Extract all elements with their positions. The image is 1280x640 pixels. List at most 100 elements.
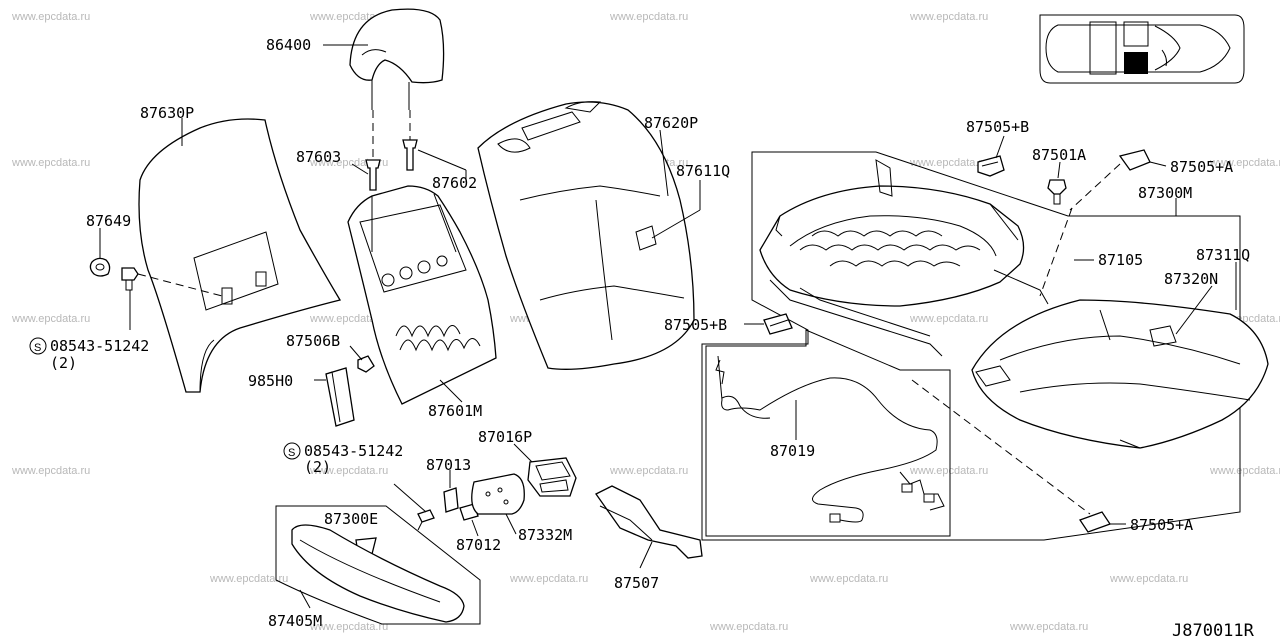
watermark: www.epcdata.ru bbox=[709, 621, 788, 633]
leader-line bbox=[1149, 161, 1167, 167]
headrest-guide-right bbox=[402, 139, 418, 171]
part-label-87507: 87507 bbox=[614, 574, 659, 592]
watermark: www.epcdata.ru bbox=[509, 573, 588, 585]
leader-line bbox=[471, 519, 479, 537]
leader-dash bbox=[137, 273, 223, 297]
screw-87501a bbox=[1047, 179, 1067, 205]
leader-line bbox=[995, 135, 1005, 159]
part-label-08543-left-qty: (2) bbox=[50, 354, 77, 372]
watermark: www.epcdata.ru bbox=[309, 621, 388, 633]
clip-87649 bbox=[89, 257, 111, 277]
leader-dash bbox=[911, 379, 1091, 515]
seat-cushion-trim bbox=[971, 299, 1269, 449]
watermark: www.epcdata.ru bbox=[909, 11, 988, 23]
watermark: www.epcdata.ru bbox=[809, 573, 888, 585]
watermark: www.epcdata.ru bbox=[309, 313, 388, 325]
part-label-87602: 87602 bbox=[432, 174, 477, 192]
part-label-87620p: 87620P bbox=[644, 114, 698, 132]
harness-box bbox=[705, 329, 951, 537]
clip-87505b-mid bbox=[763, 313, 793, 335]
part-labels: 86400 87630P 87603 87602 87649 08543-512… bbox=[50, 36, 1250, 630]
headrest bbox=[349, 8, 445, 110]
part-label-87320n: 87320N bbox=[1164, 270, 1218, 288]
seat-back-frame bbox=[347, 185, 497, 405]
leader-line bbox=[349, 345, 363, 361]
side-bracket bbox=[595, 485, 703, 559]
part-label-87601m: 87601M bbox=[428, 402, 482, 420]
watermark: www.epcdata.ru bbox=[11, 465, 90, 477]
watermark: www.epcdata.ru bbox=[609, 11, 688, 23]
watermark: www.epcdata.ru bbox=[1209, 157, 1280, 169]
s-symbol-text: S bbox=[34, 342, 41, 354]
watermark: www.epcdata.ru bbox=[1209, 465, 1280, 477]
clip-87505a-top bbox=[1118, 149, 1151, 171]
part-label-86400: 86400 bbox=[266, 36, 311, 54]
part-label-87332m: 87332M bbox=[518, 526, 572, 544]
watermark: www.epcdata.ru bbox=[909, 465, 988, 477]
s-symbol-icon bbox=[29, 337, 47, 355]
s-symbol-icon bbox=[283, 442, 301, 460]
part-label-08543-bottom: 08543-51242 bbox=[304, 442, 403, 460]
switch-cover bbox=[471, 473, 525, 515]
leader-line bbox=[393, 483, 427, 513]
part-label-87300m: 87300M bbox=[1138, 184, 1192, 202]
part-label-87013: 87013 bbox=[426, 456, 471, 474]
leader-dash bbox=[1039, 207, 1073, 297]
wire-harness bbox=[715, 355, 945, 523]
watermark: www.epcdata.ru bbox=[909, 313, 988, 325]
part-label-08543-bottom-qty: (2) bbox=[304, 458, 331, 476]
part-label-08543-left: 08543-51242 bbox=[50, 337, 149, 355]
diagram-reference-code: J870011R bbox=[1172, 621, 1255, 640]
part-label-87405m: 87405M bbox=[268, 612, 322, 630]
cushion-frame bbox=[759, 159, 1049, 357]
leader-line bbox=[513, 443, 533, 463]
seat-back-trim bbox=[477, 101, 695, 370]
part-label-87611q: 87611Q bbox=[676, 162, 730, 180]
leader-line bbox=[505, 513, 517, 535]
part-label-87630p: 87630P bbox=[140, 104, 194, 122]
part-label-87603: 87603 bbox=[296, 148, 341, 166]
watermark: www.epcdata.ru bbox=[209, 573, 288, 585]
leader-line bbox=[639, 541, 653, 569]
watermark: www.epcdata.ru bbox=[11, 313, 90, 325]
watermark: www.epcdata.ru bbox=[11, 157, 90, 169]
part-label-87105: 87105 bbox=[1098, 251, 1143, 269]
leader-line bbox=[299, 589, 311, 609]
part-label-87505b-mid: 87505+B bbox=[664, 316, 727, 334]
watermark: www.epcdata.ru bbox=[609, 465, 688, 477]
part-label-87016p: 87016P bbox=[478, 428, 532, 446]
leader-line bbox=[351, 163, 369, 175]
watermark: www.epcdata.ru bbox=[1109, 573, 1188, 585]
side-finisher bbox=[291, 524, 465, 623]
headrest-guide-left bbox=[365, 159, 381, 191]
leader-line bbox=[659, 129, 669, 197]
finisher-box bbox=[275, 505, 481, 625]
watermark: www.epcdata.ru bbox=[1009, 621, 1088, 633]
leader-line bbox=[1175, 285, 1213, 335]
bolt-08543-left bbox=[121, 267, 139, 291]
part-label-87311q: 87311Q bbox=[1196, 246, 1250, 264]
knob-87013 bbox=[443, 487, 459, 513]
part-label-87019: 87019 bbox=[770, 442, 815, 460]
part-label-87012: 87012 bbox=[456, 536, 501, 554]
selected-seat-marker bbox=[1124, 52, 1148, 74]
part-label-985h0: 985H0 bbox=[248, 372, 293, 390]
leader-line bbox=[1057, 161, 1061, 179]
assembly-outline-87300m bbox=[701, 151, 1241, 541]
leader-line bbox=[439, 379, 463, 403]
watermark: www.epcdata.ru bbox=[11, 11, 90, 23]
part-label-87505a-bottom: 87505+A bbox=[1130, 516, 1193, 534]
leader-line bbox=[417, 149, 467, 171]
part-label-87649: 87649 bbox=[86, 212, 131, 230]
part-label-87501a: 87501A bbox=[1032, 146, 1086, 164]
seat-switch bbox=[527, 457, 577, 497]
car-locator-icon bbox=[1039, 14, 1245, 84]
part-label-87505b-top: 87505+B bbox=[966, 118, 1029, 136]
seat-back-board bbox=[138, 118, 342, 393]
watermark: www.epcdata.ru bbox=[909, 157, 988, 169]
part-label-87300e: 87300E bbox=[324, 510, 378, 528]
part-label-87505a-top: 87505+A bbox=[1170, 158, 1233, 176]
lumbar-pad bbox=[325, 367, 355, 427]
leader-dash bbox=[1069, 163, 1121, 211]
